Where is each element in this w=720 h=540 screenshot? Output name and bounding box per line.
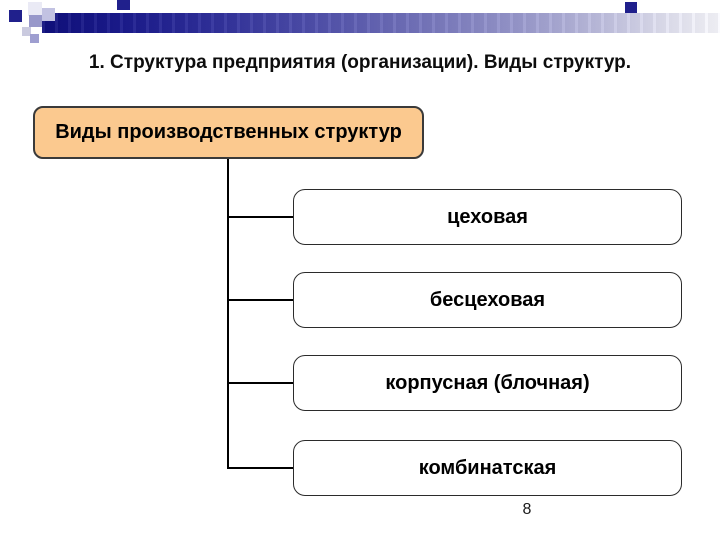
- pixel-square: [22, 27, 31, 36]
- pixel-square: [117, 0, 130, 10]
- pixel-square: [29, 15, 42, 27]
- pixel-square: [625, 2, 637, 13]
- child-node-label: цеховая: [447, 205, 528, 228]
- child-node-box: корпусная (блочная): [293, 355, 682, 411]
- child-node-box: комбинатская: [293, 440, 682, 496]
- page-number: 8: [522, 501, 532, 518]
- pixel-square: [9, 10, 22, 22]
- connector-branch: [227, 467, 293, 469]
- child-node-label: корпусная (блочная): [385, 371, 590, 394]
- slide-title: 1. Структура предприятия (организации). …: [88, 52, 632, 73]
- child-node-label: комбинатская: [418, 456, 557, 479]
- child-node-box: бесцеховая: [293, 272, 682, 328]
- connector-branch: [227, 382, 293, 384]
- root-node-box: Виды производственных структур: [33, 106, 424, 159]
- root-node-label: Виды производственных структур: [55, 121, 402, 143]
- header-gradient-bar: [42, 13, 720, 33]
- child-node-box: цеховая: [293, 189, 682, 245]
- pixel-square: [28, 2, 42, 16]
- connector-branch: [227, 299, 293, 301]
- pixel-square: [42, 8, 55, 21]
- connector-trunk: [227, 159, 229, 469]
- connector-branch: [227, 216, 293, 218]
- child-node-label: бесцеховая: [429, 288, 546, 311]
- pixel-square: [30, 34, 39, 43]
